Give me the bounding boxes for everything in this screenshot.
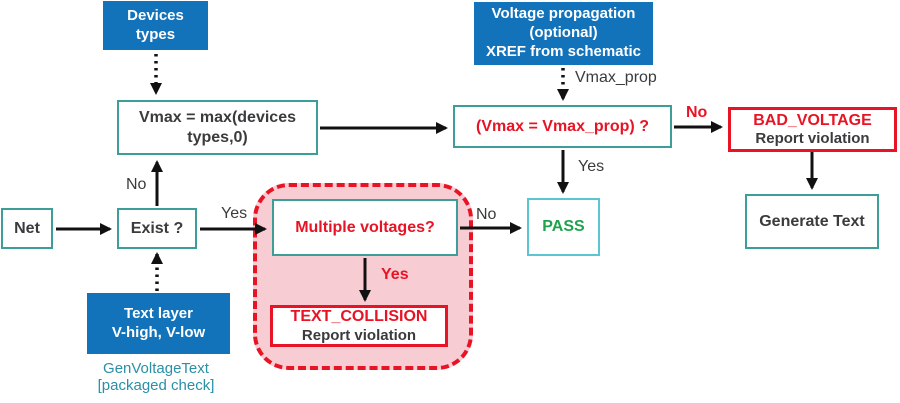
edge-label-yes-multiple: Yes [381,266,409,283]
edge-label-no-exist: No [126,176,147,193]
node-vmax-calc: Vmax = max(devices types,0) [117,100,318,155]
packaged-check-caption: GenVoltageText [packaged check] [78,360,234,395]
edge-label-no-multiple: No [476,206,497,223]
node-pass-label: PASS [542,218,585,235]
node-text-collision-subtitle: Report violation [301,326,417,344]
node-exist: Exist ? [117,208,197,249]
node-pass: PASS [527,198,600,256]
node-text-layer: Text layer V-high, V-low [87,293,230,354]
node-vmax-check: (Vmax = Vmax_prop) ? [453,105,672,148]
node-devices-types: Devices types [103,1,208,50]
caption-line2: [packaged check] [97,377,215,395]
node-multiple-voltages: Multiple voltages? [272,199,458,256]
node-text-layer-line2: V-high, V-low [111,323,206,341]
node-generate-text-label: Generate Text [759,212,865,230]
node-vmax-check-label: (Vmax = Vmax_prop) ? [476,117,649,135]
node-devices-types-line2: types [135,25,176,43]
node-text-collision: TEXT_COLLISION Report violation [270,305,448,347]
node-text-collision-title: TEXT_COLLISION [290,308,428,326]
node-bad-voltage-subtitle: Report violation [755,130,870,148]
node-vmax-calc-line2: types,0) [187,128,248,146]
node-bad-voltage-title: BAD_VOLTAGE [753,111,872,129]
edge-label-yes-exist: Yes [221,205,248,222]
edge-label-no-bad-voltage: No [686,104,708,121]
edge-label-yes-pass: Yes [578,158,605,175]
node-bad-voltage: BAD_VOLTAGE Report violation [728,107,897,152]
node-voltage-propagation-line1: Voltage propagation [491,5,636,23]
node-net: Net [1,208,53,249]
node-net-label: Net [14,219,40,237]
node-voltage-propagation-line2: (optional) [529,24,598,42]
node-voltage-propagation: Voltage propagation (optional) XREF from… [474,2,653,65]
node-devices-types-line1: Devices [127,6,184,24]
node-text-layer-line1: Text layer [124,304,193,322]
node-multiple-voltages-label: Multiple voltages? [295,218,435,236]
caption-line1: GenVoltageText [103,360,209,377]
edge-label-vmax-prop: Vmax_prop [575,69,657,86]
node-exist-label: Exist ? [130,219,184,237]
node-generate-text: Generate Text [745,194,879,249]
node-voltage-propagation-line3: XREF from schematic [485,42,642,60]
node-vmax-calc-line1: Vmax = max(devices [139,108,296,126]
